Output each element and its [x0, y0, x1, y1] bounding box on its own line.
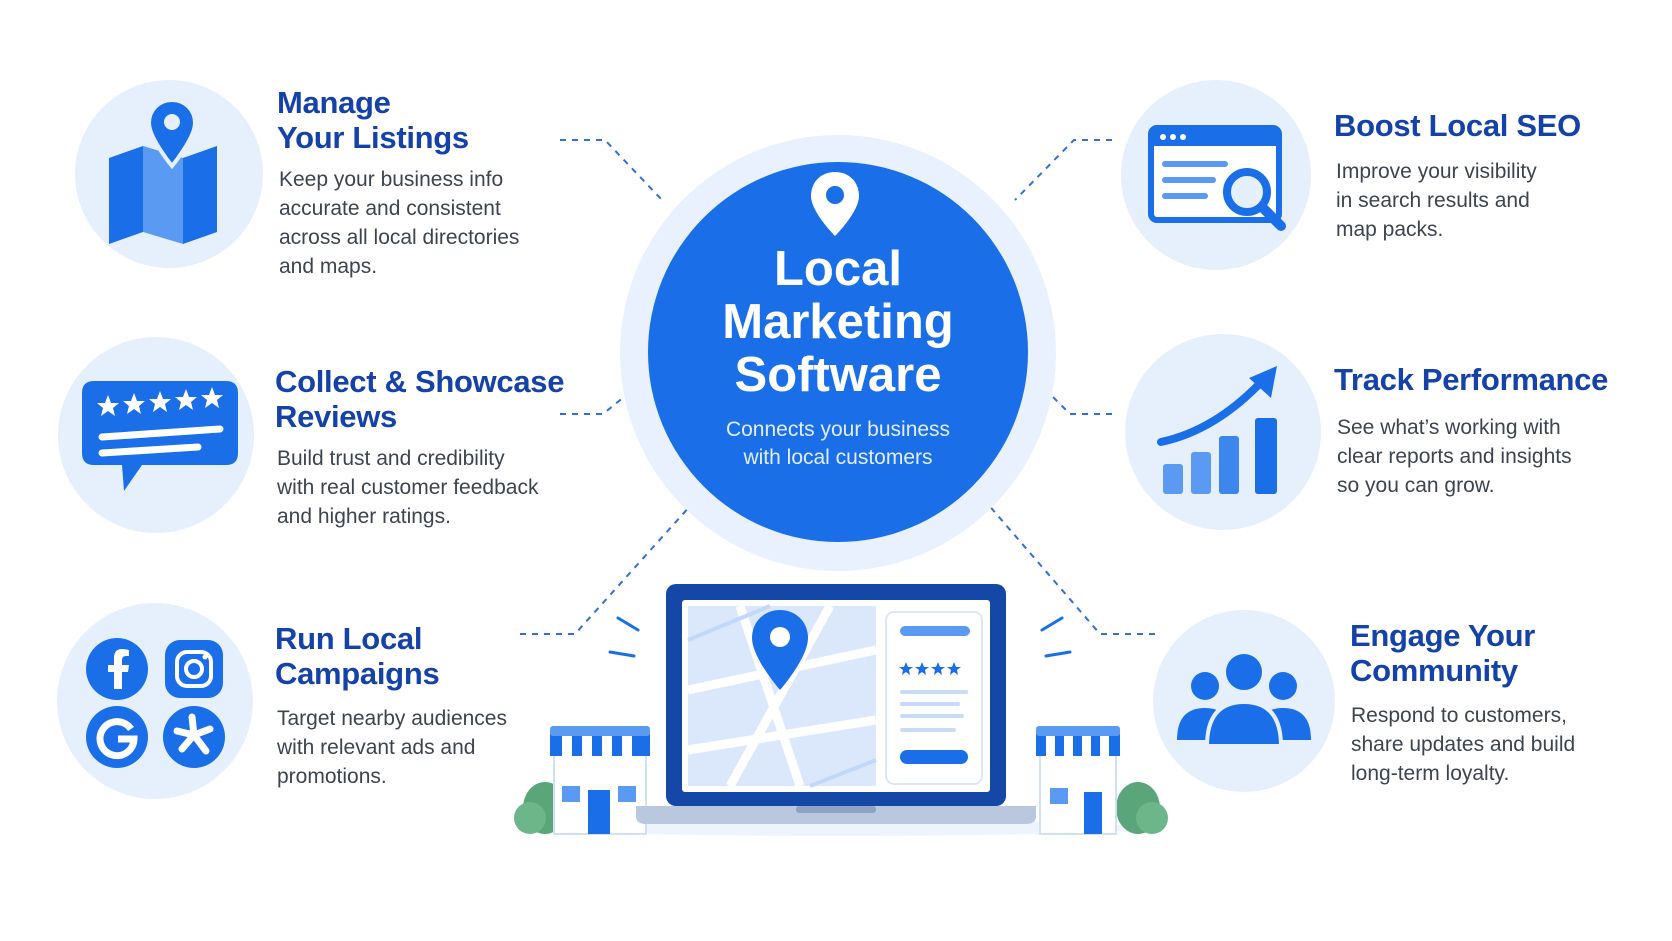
feature-title-line: Manage — [277, 85, 391, 120]
laptop-map-icon — [636, 584, 1036, 824]
feature-desc-line: and maps. — [279, 255, 378, 278]
feature-desc-line: with relevant ads and — [277, 736, 476, 759]
center-title-line: Software — [734, 348, 942, 402]
facebook-icon — [86, 638, 148, 700]
social-platforms-icon — [86, 638, 225, 768]
feature-desc-line: across all local directories — [279, 226, 520, 249]
performance-description: See what’s working with clear reports an… — [1337, 413, 1572, 500]
feature-desc-line: Improve your visibility — [1336, 160, 1537, 183]
feature-desc-line: and higher ratings. — [277, 505, 451, 528]
center-title-line: Local — [774, 242, 902, 296]
reviews-icon-circle — [58, 337, 254, 533]
feature-title-line: Engage Your — [1350, 618, 1536, 653]
community-title: Engage Your Community — [1350, 618, 1535, 688]
manage-listings-description: Keep your business info accurate and con… — [279, 165, 519, 281]
review-bubble-icon — [82, 381, 238, 491]
seo-icon-circle — [1121, 80, 1311, 270]
laptop-storefront-illustration — [514, 584, 1168, 836]
feature-title-line: Campaigns — [275, 656, 440, 691]
reviews-title: Collect & Showcase Reviews — [275, 364, 565, 434]
feature-desc-line: long-term loyalty. — [1351, 762, 1510, 785]
community-description: Respond to customers, share updates and … — [1351, 701, 1575, 788]
feature-desc-line: in search results and — [1336, 189, 1530, 212]
feature-title-line: Run Local — [275, 621, 423, 656]
feature-desc-line: clear reports and insights — [1337, 445, 1572, 468]
connector-manage-listings — [560, 139, 663, 201]
campaigns-title: Run Local Campaigns — [275, 621, 440, 691]
center-subtitle: Connects your business with local custom… — [648, 416, 1028, 472]
reviews-description: Build trust and credibility with real cu… — [277, 444, 538, 531]
growth-chart-icon — [1157, 366, 1277, 494]
feature-desc-line: with real customer feedback — [277, 476, 539, 499]
feature-desc-line: Keep your business info — [279, 168, 504, 191]
center-subtitle-line: Connects your business — [725, 418, 951, 441]
feature-desc-line: so you can grow. — [1337, 474, 1495, 497]
seo-description: Improve your visibility in search result… — [1336, 157, 1537, 244]
feature-title-line: Reviews — [275, 399, 397, 434]
instagram-icon — [165, 640, 223, 698]
feature-desc-line: promotions. — [277, 765, 387, 788]
google-icon — [86, 706, 148, 768]
feature-title-line: Collect & Showcase — [275, 364, 565, 399]
browser-search-icon — [1148, 125, 1286, 231]
location-pin-icon — [811, 172, 859, 236]
folded-map-pin-icon — [109, 97, 217, 244]
connector-performance — [1047, 391, 1112, 415]
feature-desc-line: Respond to customers, — [1351, 704, 1567, 727]
campaigns-icon-circle — [57, 603, 253, 799]
tree-icon — [1116, 782, 1168, 834]
storefront-icon — [1036, 726, 1120, 835]
feature-title-line: Boost Local SEO — [1334, 108, 1581, 143]
center-title: Local Marketing Software — [648, 243, 1028, 402]
connector-reviews — [560, 391, 631, 415]
feature-title-line: Community — [1350, 653, 1518, 688]
manage-listings-title: Manage Your Listings — [277, 85, 469, 155]
feature-desc-line: Target nearby audiences — [277, 707, 507, 730]
feature-desc-line: map packs. — [1336, 218, 1444, 241]
storefront-icon — [550, 726, 650, 835]
feature-desc-line: share updates and build — [1351, 733, 1576, 756]
feature-title-line: Your Listings — [277, 120, 469, 155]
feature-title-line: Track Performance — [1334, 362, 1609, 397]
performance-icon-circle — [1125, 334, 1321, 530]
star-icon — [899, 662, 961, 675]
manage-listings-icon-circle — [75, 80, 263, 268]
center-title-line: Marketing — [722, 295, 954, 349]
star-icon — [97, 387, 223, 416]
center-subtitle-line: with local customers — [743, 446, 933, 469]
feature-desc-line: accurate and consistent — [279, 197, 501, 220]
yelp-icon — [163, 706, 225, 768]
feature-desc-line: See what’s working with — [1337, 416, 1561, 439]
connector-seo — [1014, 139, 1112, 201]
seo-title: Boost Local SEO — [1334, 108, 1581, 143]
people-group-icon — [1177, 650, 1311, 748]
performance-title: Track Performance — [1334, 362, 1608, 397]
feature-desc-line: Build trust and credibility — [277, 447, 505, 470]
community-icon-circle — [1153, 610, 1335, 792]
campaigns-description: Target nearby audiences with relevant ad… — [277, 704, 507, 791]
